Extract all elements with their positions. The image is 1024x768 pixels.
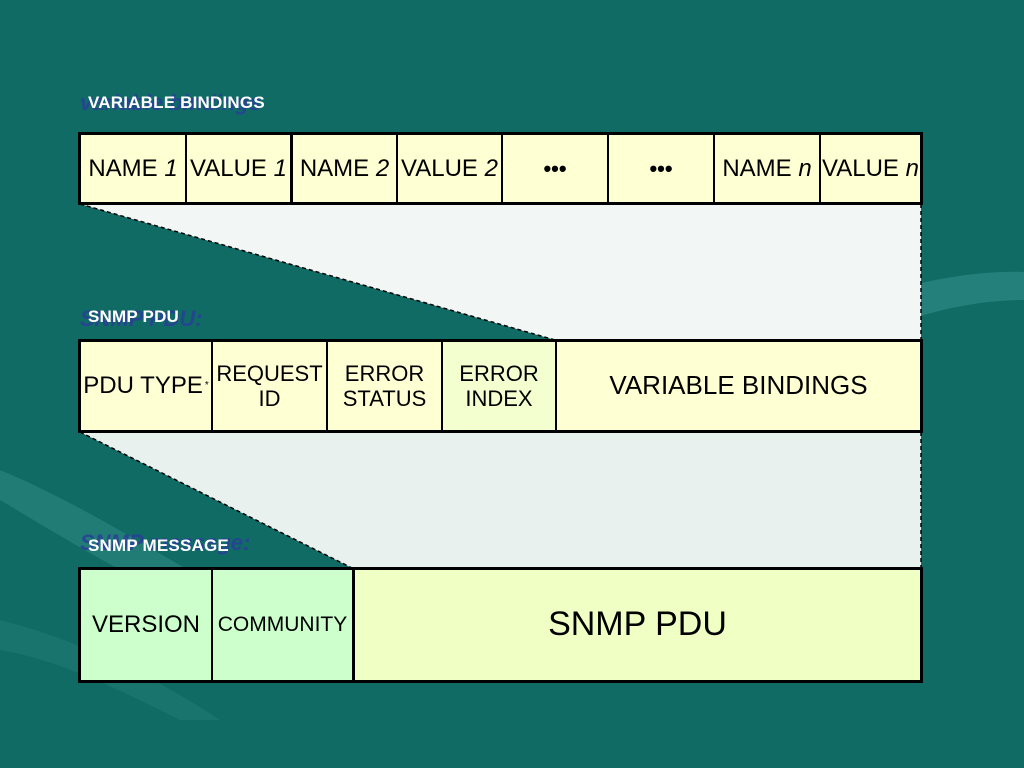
pdu-type-cell: PDU TYPE*	[81, 342, 213, 430]
cell-index: 2	[484, 154, 498, 182]
cell-text: •••	[649, 155, 673, 181]
cell-index: n	[905, 154, 919, 182]
binding-cell-name-n: NAME n	[715, 135, 821, 202]
error-status-cell: ERROR STATUS	[328, 342, 443, 430]
cell-index: n	[798, 154, 812, 182]
error-status-line2: STATUS	[342, 386, 427, 411]
cell-text: •••	[543, 155, 567, 181]
cell-text: VALUE	[822, 154, 899, 182]
community-cell: COMMUNITY	[213, 570, 355, 680]
pdu-variable-bindings-text: VARIABLE BINDINGS	[609, 370, 868, 401]
request-id-line2: ID	[258, 386, 281, 411]
version-text: VERSION	[91, 611, 201, 639]
pdu-variable-bindings-cell: VARIABLE BINDINGS	[557, 342, 920, 430]
pdu-type-footnote-mark: *	[204, 380, 209, 392]
error-status-line1: ERROR	[344, 360, 425, 386]
cell-index: 2	[375, 154, 390, 182]
binding-cell-ellipsis-2: •••	[609, 135, 715, 202]
pdu-row: PDU TYPE* REQUEST ID ERROR STATUS ERROR …	[78, 339, 923, 433]
error-index-cell: ERROR INDEX	[443, 342, 557, 430]
cell-text: VALUE	[190, 154, 267, 182]
request-id-line1: REQUEST	[216, 360, 323, 386]
cell-text: NAME	[722, 154, 792, 182]
cell-index: 1	[273, 154, 287, 182]
binding-cell-value-1: VALUE 1	[187, 135, 293, 202]
message-label: SNMP MESSAGE	[88, 536, 229, 555]
cell-text: VALUE	[401, 154, 478, 182]
variable-bindings-row: NAME 1 VALUE 1 NAME 2 VALUE 2 ••• ••• NA…	[78, 132, 923, 205]
message-snmp-pdu-text: SNMP PDU	[548, 605, 727, 644]
pdu-ghost-label: SNMP PDU:	[80, 306, 203, 331]
binding-cell-value-n: VALUE n	[821, 135, 920, 202]
version-cell: VERSION	[81, 570, 213, 680]
variable-bindings-ghost-label: variable bindings	[80, 90, 261, 115]
message-snmp-pdu-cell: SNMP PDU	[355, 570, 920, 680]
cell-text: NAME	[299, 154, 370, 182]
cell-text: NAME	[88, 154, 158, 182]
binding-cell-ellipsis-1: •••	[503, 135, 609, 202]
pdu-label: SNMP PDU	[88, 307, 180, 326]
message-ghost-label: SNMP message:	[80, 530, 251, 555]
variable-bindings-label: VARIABLE BINDINGS	[88, 93, 265, 112]
message-row: VERSION COMMUNITY SNMP PDU	[78, 567, 923, 683]
binding-cell-name-1: NAME 1	[81, 135, 187, 202]
binding-cell-name-2: NAME 2	[293, 135, 398, 202]
pdu-type-text: PDU TYPE	[83, 372, 203, 400]
binding-cell-value-2: VALUE 2	[398, 135, 503, 202]
error-index-line1: ERROR	[459, 360, 539, 386]
cell-index: 1	[164, 154, 178, 182]
error-index-line2: INDEX	[465, 386, 533, 411]
request-id-cell: REQUEST ID	[213, 342, 328, 430]
community-text: COMMUNITY	[217, 612, 348, 636]
